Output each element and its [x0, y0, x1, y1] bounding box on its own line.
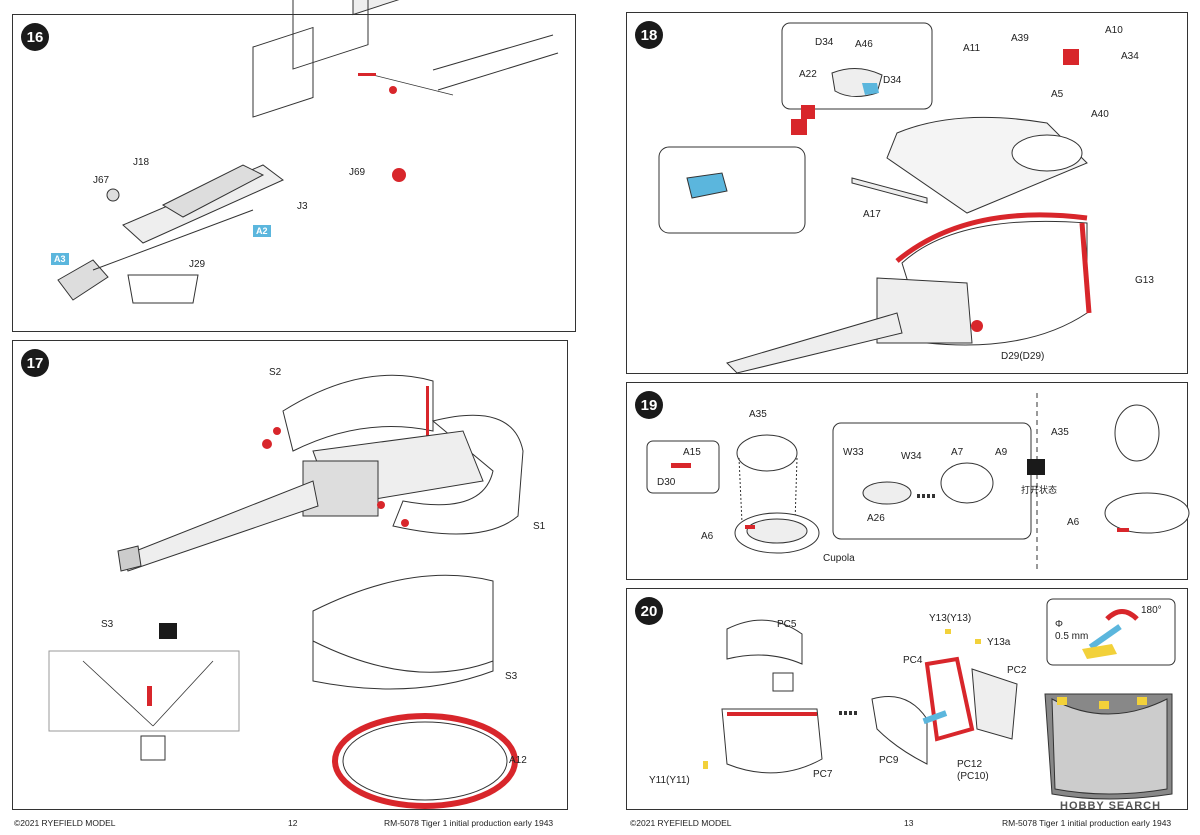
part-label: G13 [1135, 275, 1154, 286]
step-number: 18 [635, 21, 663, 49]
part-label: D30 [657, 477, 676, 488]
part-label: D29(D29) [1001, 351, 1045, 362]
part-label: A35 [749, 409, 767, 420]
open-state-note: 打开状态 [1021, 485, 1058, 495]
part-label: J67 [93, 175, 110, 186]
step-number: 17 [21, 349, 49, 377]
part-label: S3 [505, 671, 518, 682]
part-label: A34 [1121, 51, 1139, 62]
part-label: Y13a [987, 637, 1011, 648]
part-label: J18 [133, 157, 150, 168]
footer-title-left: RM-5078 Tiger 1 initial production early… [384, 818, 554, 828]
part-label: S3 [101, 619, 114, 630]
part-label: A26 [867, 513, 885, 524]
part-label: W34 [901, 451, 922, 462]
step-number: 19 [635, 391, 663, 419]
part-label: A22 [799, 69, 817, 80]
step-number: 16 [21, 23, 49, 51]
part-label: PC2 [1007, 665, 1027, 676]
part-label: Cupola [823, 553, 855, 564]
part-label: PC7 [813, 769, 833, 780]
part-label: J3 [297, 201, 308, 212]
part-label: W33 [843, 447, 864, 458]
wire-diameter-label: 0.5 mm [1055, 631, 1089, 642]
step-19-drawing [646, 393, 1190, 573]
rotation-label: 180° [1141, 605, 1162, 616]
part-label: PC12 [957, 759, 983, 770]
part-label: A6 [701, 531, 714, 542]
step-19-panel: 19 A35 A15 D30 A6 Cupola W33 W34 A26 A7 … [626, 382, 1190, 580]
step-number: 20 [635, 597, 663, 625]
phi-symbol: Φ [1055, 619, 1063, 630]
part-label: Y13(Y13) [929, 613, 972, 624]
step-18-drawing [658, 22, 1092, 374]
part-label: A7 [951, 447, 964, 458]
part-label: A17 [863, 209, 881, 220]
footer-page-left: 12 [288, 818, 298, 828]
step-16-drawing [57, 0, 559, 304]
part-label: A39 [1011, 33, 1029, 44]
part-label: A12 [509, 755, 527, 766]
part-label: S2 [269, 367, 282, 378]
part-label: PC9 [879, 755, 899, 766]
watermark: HOBBY SEARCH [1060, 800, 1162, 812]
part-label: D34 [883, 75, 902, 86]
part-label: S1 [533, 521, 546, 532]
step-20-drawing [703, 598, 1176, 800]
part-label: A40 [1091, 109, 1109, 120]
step-20-panel: 20 PC5 Y11(Y11) PC7 Y13(Y13) Y13a PC4 PC… [626, 588, 1188, 810]
part-label: J29 [189, 259, 206, 270]
step-16-panel: 16 J18 J67 J69 J3 J29 A2 A3 [12, 0, 576, 332]
footer-title-right: RM-5078 Tiger 1 initial production early… [1002, 818, 1172, 828]
part-tag: A3 [51, 253, 69, 265]
footer-copyright-right: ©2021 RYEFIELD MODEL [630, 818, 732, 828]
part-label: PC4 [903, 655, 923, 666]
part-label: A15 [683, 447, 701, 458]
part-label: J69 [349, 167, 366, 178]
part-label: A10 [1105, 25, 1123, 36]
part-label: A5 [1051, 89, 1064, 100]
part-label: A6 [1067, 517, 1080, 528]
part-label: Y11(Y11) [649, 775, 690, 786]
step-17-drawing [48, 374, 524, 809]
part-label: (PC10) [957, 771, 989, 782]
part-label: A11 [963, 43, 981, 54]
part-label: D34 [815, 37, 834, 48]
step-17-panel: 17 S2 S1 S3 S3 A12 [12, 340, 568, 810]
part-tag: A2 [253, 225, 271, 237]
step-18-panel: 18 D34 A46 A22 D34 A11 A39 A10 A34 A5 A4… [626, 12, 1188, 374]
footer-page-right: 13 [904, 818, 914, 828]
part-label: A35 [1051, 427, 1069, 438]
footer-copyright-left: ©2021 RYEFIELD MODEL [14, 818, 116, 828]
part-label: A46 [855, 39, 873, 50]
part-label: A9 [995, 447, 1008, 458]
part-label: PC5 [777, 619, 797, 630]
